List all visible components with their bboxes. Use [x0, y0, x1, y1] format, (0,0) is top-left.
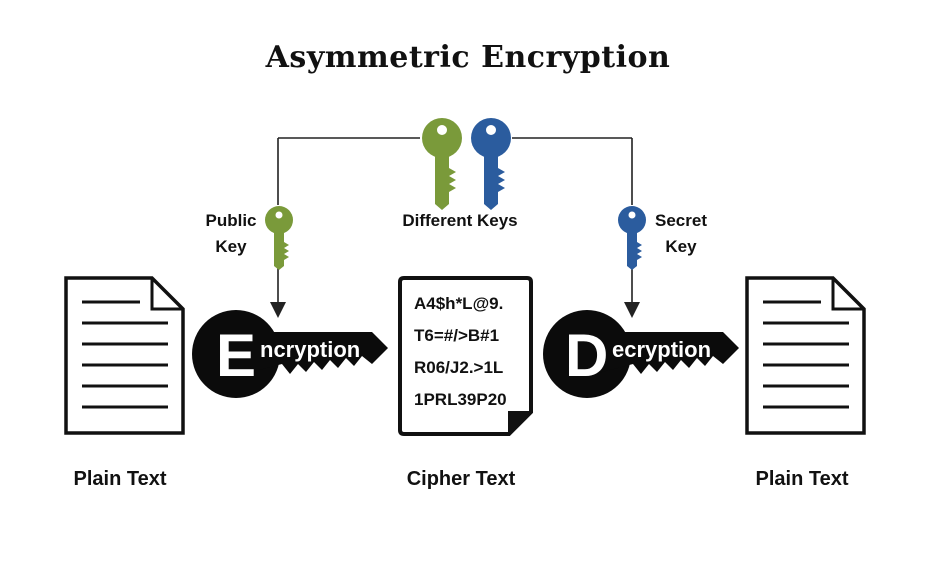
plain-text-right-label: Plain Text	[755, 468, 849, 490]
key-icon	[265, 206, 293, 270]
cipher-document-icon	[398, 276, 533, 436]
cipher-line: A4$h*L@9.	[414, 294, 504, 313]
public-key-label-line2: Key	[215, 237, 247, 256]
encryption-badge-letter: E	[216, 322, 257, 389]
cipher-line: T6=#/>B#1	[414, 326, 500, 345]
document-icon	[745, 276, 866, 435]
connector-lines	[270, 137, 640, 318]
public-key-label-line1: Public	[205, 211, 257, 230]
public-key-label: Public Key	[196, 208, 266, 260]
secret-key-label-line2: Key	[665, 237, 697, 256]
different-keys-label: Different Keys	[402, 211, 518, 230]
page-title: Asymmetric Encryption	[265, 40, 671, 75]
encryption-badge-shape	[192, 310, 388, 398]
cipher-line: 1PRL39P20	[414, 390, 507, 409]
decryption-badge-word: ecryption	[612, 337, 712, 362]
document-icon	[64, 276, 185, 435]
cipher-text-label: Cipher Text	[406, 468, 516, 490]
decryption-badge-shape	[543, 310, 739, 398]
key-icon	[422, 118, 462, 210]
encryption-badge-word: ncryption	[260, 337, 361, 362]
decryption-badge-letter: D	[565, 322, 609, 389]
secret-key-label: Secret Key	[646, 208, 716, 260]
secret-key-label-line1: Secret	[655, 211, 707, 230]
key-icon	[618, 206, 646, 270]
plain-text-left-label: Plain Text	[73, 468, 167, 490]
key-icon	[471, 118, 511, 210]
cipher-line: R06/J2.>1L	[414, 358, 504, 377]
